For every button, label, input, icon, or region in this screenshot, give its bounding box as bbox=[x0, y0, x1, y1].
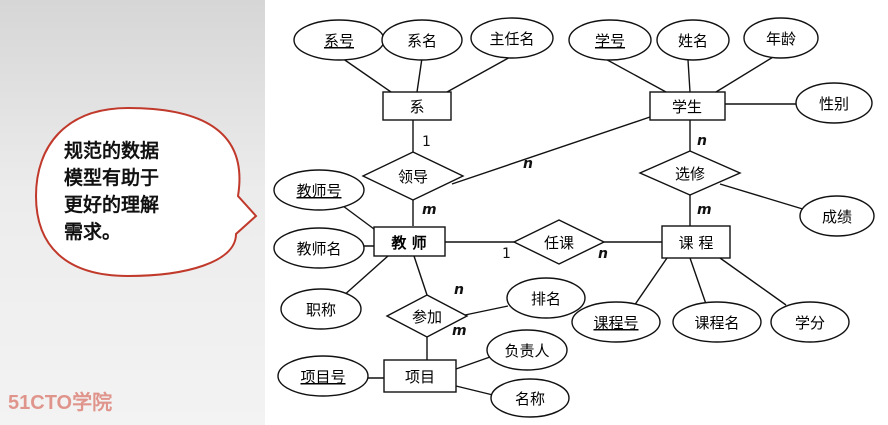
entity-course: 课 程 bbox=[661, 225, 731, 259]
card-lead-teacher: m bbox=[422, 202, 437, 218]
cardinality-labels: 1 m n n m 1 n n m bbox=[422, 133, 712, 339]
relationship-join: 参加 bbox=[385, 294, 469, 338]
card-lead-student: n bbox=[523, 156, 533, 172]
attr-director: 主任名 bbox=[470, 17, 554, 59]
attr-course-name: 课程名 bbox=[672, 301, 762, 343]
card-teacher-teach: 1 bbox=[502, 246, 511, 262]
attr-age: 年龄 bbox=[743, 17, 819, 59]
attr-teacher-name-label: 教师名 bbox=[296, 240, 341, 258]
relationship-teach-label: 任课 bbox=[544, 234, 574, 252]
attr-student-name-label: 姓名 bbox=[678, 32, 708, 50]
entity-teacher: 教 师 bbox=[373, 226, 446, 257]
attr-leader-label: 负责人 bbox=[504, 342, 549, 360]
attr-course-no-label: 课程号 bbox=[593, 314, 638, 332]
attr-dept-name-label: 系名 bbox=[407, 32, 437, 50]
attr-credit-label: 学分 bbox=[795, 314, 825, 332]
relationship-join-label: 参加 bbox=[412, 308, 442, 326]
entity-project: 项目 bbox=[383, 359, 457, 393]
attr-course-no: 课程号 bbox=[571, 301, 661, 343]
card-elect-course: m bbox=[697, 202, 712, 218]
attr-grade-label: 成绩 bbox=[822, 208, 852, 226]
attr-gender: 性别 bbox=[795, 82, 873, 124]
attr-student-no-label: 学号 bbox=[595, 32, 625, 50]
relationship-lead: 领导 bbox=[361, 151, 465, 201]
attr-dept-no: 系号 bbox=[293, 19, 385, 61]
card-teach-course: n bbox=[598, 246, 608, 262]
relationship-elect: 选修 bbox=[638, 150, 742, 196]
entity-project-label: 项目 bbox=[405, 368, 435, 386]
attr-student-name: 姓名 bbox=[656, 19, 730, 61]
entity-student-label: 学生 bbox=[672, 98, 702, 116]
attr-teacher-name: 教师名 bbox=[273, 227, 365, 269]
attr-dept-name: 系名 bbox=[381, 19, 463, 61]
attr-project-name-label: 名称 bbox=[515, 390, 545, 408]
card-student-elect: n bbox=[697, 133, 707, 149]
attr-project-name: 名称 bbox=[490, 378, 570, 418]
callout-bubble bbox=[34, 106, 258, 278]
attr-leader: 负责人 bbox=[486, 329, 568, 371]
card-join-project: m bbox=[452, 323, 467, 339]
attr-director-label: 主任名 bbox=[489, 30, 534, 48]
relationship-lead-label: 领导 bbox=[398, 168, 428, 186]
attr-project-no: 项目号 bbox=[277, 355, 369, 397]
connector-lines bbox=[338, 53, 807, 397]
attr-age-label: 年龄 bbox=[766, 30, 796, 48]
attr-teacher-no: 教师号 bbox=[273, 169, 365, 211]
entity-department: 系 bbox=[382, 91, 452, 121]
entity-course-label: 课 程 bbox=[679, 234, 714, 252]
attr-rank: 排名 bbox=[506, 277, 586, 319]
attr-gender-label: 性别 bbox=[819, 95, 849, 113]
attr-student-no: 学号 bbox=[568, 19, 652, 61]
logo: 51CTO学院 bbox=[8, 392, 113, 414]
attr-grade: 成绩 bbox=[799, 195, 875, 237]
attr-rank-label: 排名 bbox=[531, 290, 561, 308]
relationship-teach: 任课 bbox=[512, 219, 606, 265]
callout-text: 规范的数据 模型有助于 更好的理解 需求。 bbox=[64, 140, 160, 243]
card-dept-lead: 1 bbox=[422, 134, 431, 150]
entity-department-label: 系 bbox=[409, 98, 424, 116]
entity-teacher-label: 教 师 bbox=[390, 234, 426, 252]
relationship-elect-label: 选修 bbox=[675, 165, 705, 183]
entity-student: 学生 bbox=[649, 91, 726, 121]
attr-course-name-label: 课程名 bbox=[694, 314, 739, 332]
attr-title-label: 职称 bbox=[306, 301, 336, 319]
attr-title: 职称 bbox=[280, 288, 362, 330]
attr-project-no-label: 项目号 bbox=[300, 368, 345, 386]
attr-dept-no-label: 系号 bbox=[324, 32, 354, 50]
attr-teacher-no-label: 教师号 bbox=[296, 182, 341, 200]
attr-credit: 学分 bbox=[770, 301, 850, 343]
card-join-rank: n bbox=[454, 282, 464, 298]
